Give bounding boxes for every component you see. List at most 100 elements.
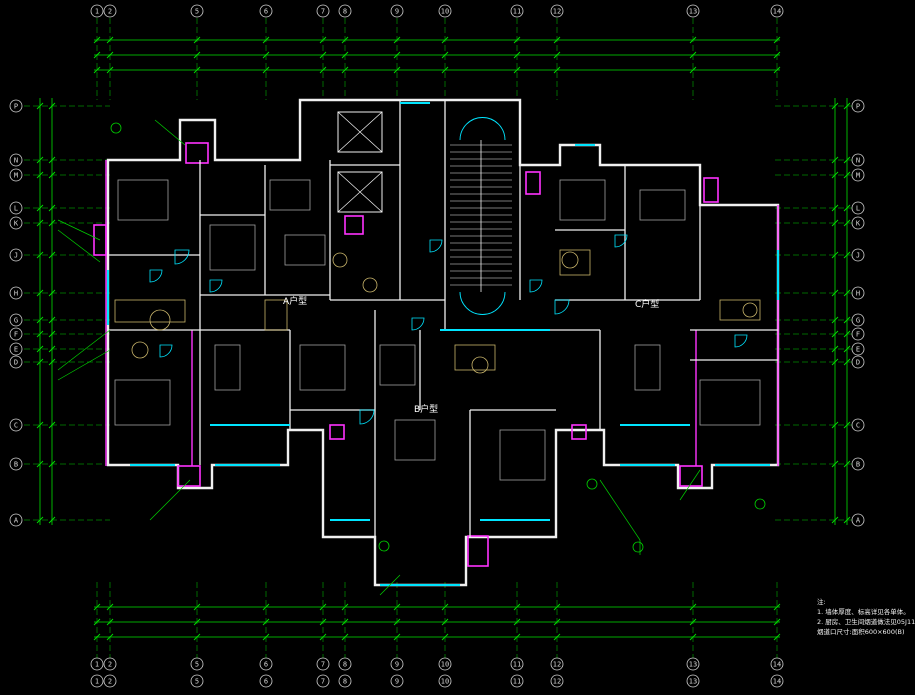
bubble-label: 8	[343, 678, 347, 686]
dim-tick	[36, 219, 44, 227]
axis-bubble-bottom: 10	[438, 657, 452, 671]
kitchen-counter	[114, 299, 186, 323]
axis-bubble-bottom: 7	[316, 657, 330, 671]
door-swing	[209, 279, 223, 293]
bubble-ring	[550, 674, 564, 688]
bubble-ring	[9, 286, 23, 300]
bed-furniture	[394, 419, 436, 461]
bubble-label: 1	[95, 678, 99, 686]
bubble-label: 11	[513, 678, 521, 686]
unit-label-b: B户型	[414, 403, 438, 415]
bubble-label: P	[856, 103, 860, 111]
bubble-label: 9	[395, 8, 399, 16]
sanitary-fixture	[742, 302, 758, 318]
dim-tick	[513, 66, 521, 74]
bubble-ring	[390, 674, 404, 688]
axis-bubble-top: 12	[550, 4, 564, 18]
shaft-outline	[571, 424, 587, 440]
notes-line-1: 1. 墙体厚度、标高详见各单体。	[817, 608, 910, 616]
axis-bubble-top: 1	[90, 4, 104, 18]
callout-circle	[586, 478, 598, 490]
bubble-label: M	[856, 172, 860, 180]
stair-arc	[459, 117, 506, 141]
axis-bubble-top: 8	[338, 4, 352, 18]
unit-label-c: C户型	[635, 298, 659, 310]
notes-line-3: 烟道口尺寸:面积600×600(B)	[817, 628, 905, 636]
dim-tick	[36, 330, 44, 338]
bed-furniture	[559, 179, 606, 221]
axis-bubble-left: P	[9, 99, 23, 113]
bubble-label: C	[856, 422, 860, 430]
notes-heading: 注:	[817, 598, 826, 606]
bubble-label: C	[14, 422, 18, 430]
dim-tick	[36, 316, 44, 324]
axis-bubble-top: 9	[390, 4, 404, 18]
bubble-label: 11	[513, 661, 521, 669]
bubble-ring	[851, 168, 865, 182]
dim-tick	[689, 66, 697, 74]
axis-bubble-bottom-second: 11	[510, 674, 524, 688]
bubble-label: 5	[195, 661, 199, 669]
bubble-ring	[338, 674, 352, 688]
axis-bubble-right: M	[851, 168, 865, 182]
leader-line	[154, 119, 186, 146]
dim-tick	[106, 66, 114, 74]
axis-bubble-bottom-second: 13	[686, 674, 700, 688]
bubble-label: B	[856, 461, 860, 469]
bubble-label: A	[14, 517, 19, 525]
bubble-ring	[9, 153, 23, 167]
bubble-label: H	[14, 290, 18, 298]
bubble-label: E	[856, 346, 860, 354]
sanitary-fixture	[149, 309, 171, 331]
dim-tick	[513, 603, 521, 611]
bubble-ring	[851, 355, 865, 369]
axis-bubble-bottom: 12	[550, 657, 564, 671]
axis-bubble-top: 13	[686, 4, 700, 18]
bubble-label: H	[856, 290, 860, 298]
dim-tick	[553, 66, 561, 74]
door-swing	[529, 279, 543, 293]
stair-arc	[459, 291, 506, 315]
bubble-ring	[851, 342, 865, 356]
dim-tick	[441, 66, 449, 74]
bubble-ring	[103, 674, 117, 688]
bubble-ring	[438, 674, 452, 688]
dim-tick	[553, 603, 561, 611]
bubble-label: 7	[321, 8, 325, 16]
bubble-label: 2	[108, 661, 112, 669]
bubble-ring	[190, 657, 204, 671]
axis-bubble-bottom: 5	[190, 657, 204, 671]
axis-bubble-top: 11	[510, 4, 524, 18]
bubble-ring	[686, 674, 700, 688]
bed-furniture	[499, 429, 546, 481]
bubble-ring	[103, 657, 117, 671]
callout-circle	[378, 540, 390, 552]
shaft-outline	[467, 535, 489, 567]
exterior-wall	[106, 98, 780, 587]
bubble-label: N	[856, 157, 860, 165]
bubble-ring	[510, 657, 524, 671]
bubble-label: N	[14, 157, 18, 165]
dim-tick	[319, 603, 327, 611]
bubble-ring	[9, 201, 23, 215]
bubble-label: G	[14, 317, 18, 325]
kitchen-counter	[719, 299, 761, 321]
axis-bubble-left: J	[9, 248, 23, 262]
elevator-shaft	[337, 111, 383, 153]
bubble-label: 7	[321, 678, 325, 686]
leader-line	[599, 479, 641, 541]
dim-tick	[193, 603, 201, 611]
bubble-ring	[550, 657, 564, 671]
bubble-ring	[686, 657, 700, 671]
axis-bubble-bottom: 2	[103, 657, 117, 671]
bubble-label: L	[14, 205, 18, 213]
bubble-ring	[259, 657, 273, 671]
bed-furniture	[117, 179, 169, 221]
axis-bubble-left: M	[9, 168, 23, 182]
bubble-ring	[438, 657, 452, 671]
bubble-label: 2	[108, 678, 112, 686]
axis-bubble-top: 10	[438, 4, 452, 18]
bubble-ring	[316, 657, 330, 671]
axis-bubble-right: K	[851, 216, 865, 230]
dining-table-furniture	[284, 234, 326, 266]
